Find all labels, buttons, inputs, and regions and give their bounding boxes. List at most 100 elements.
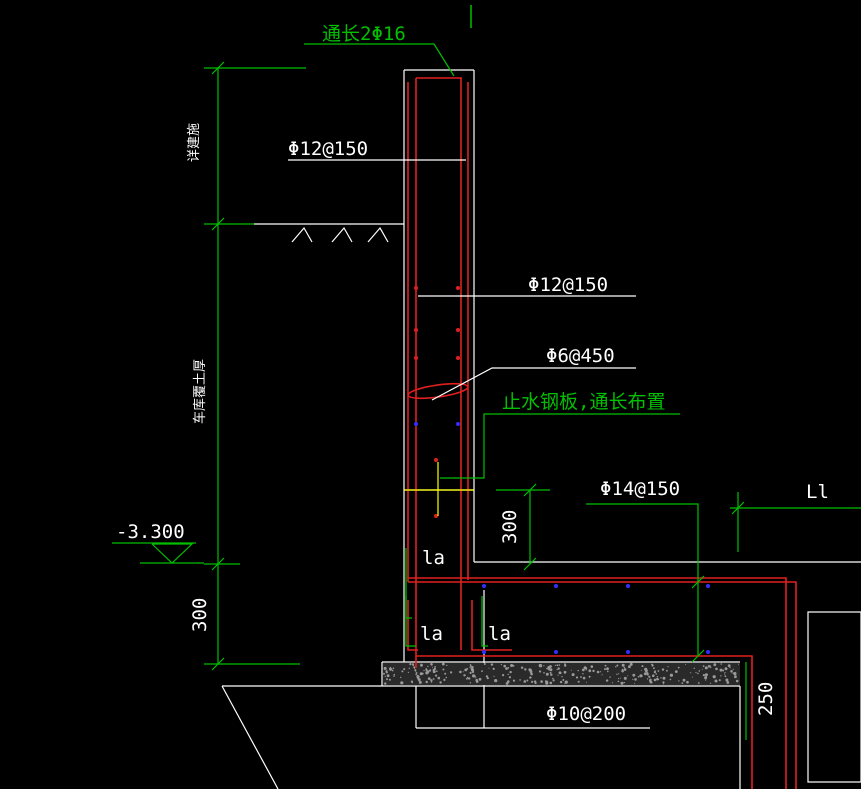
gravel-speck <box>386 674 390 678</box>
gravel-speck <box>546 681 549 684</box>
label-vertical-dim-upper: 详建施 <box>187 123 202 162</box>
gravel-speck <box>702 665 705 667</box>
anchor-dim-3 <box>481 596 488 647</box>
rebar-anchor-1 <box>407 600 418 651</box>
gravel-speck <box>420 663 423 667</box>
gravel-speck <box>725 678 729 682</box>
gravel-speck <box>433 667 436 671</box>
gravel-speck <box>423 670 425 672</box>
gravel-speck <box>693 667 695 669</box>
gravel-speck <box>724 675 727 678</box>
gravel-speck <box>681 682 684 684</box>
gravel-speck <box>702 674 706 677</box>
leader-lines <box>288 159 636 401</box>
gravel-speck <box>738 663 739 665</box>
gravel-speck <box>682 678 686 682</box>
gravel-speck <box>425 669 428 672</box>
label-waterstop: 止水钢板,通长布置 <box>502 391 665 413</box>
waterstop-leader <box>440 413 680 479</box>
gravel-speck <box>701 668 703 670</box>
gravel-speck <box>432 666 433 668</box>
gravel-speck <box>401 670 404 673</box>
gravel-speck <box>651 663 653 666</box>
gravel-speck <box>731 672 733 674</box>
gravel-speck <box>386 678 388 681</box>
gravel-speck <box>588 675 591 678</box>
gravel-speck <box>640 669 642 671</box>
gravel-speck <box>615 666 617 668</box>
gravel-speck <box>709 682 712 684</box>
gravel-speck <box>550 673 553 676</box>
gravel-speck <box>466 676 469 679</box>
gravel-speck <box>726 681 729 683</box>
gravel-speck <box>556 664 559 667</box>
gravel-speck <box>546 667 548 670</box>
gravel-speck <box>583 666 587 670</box>
gravel-speck <box>530 672 533 676</box>
gravel-speck <box>419 672 423 676</box>
anchor-dim-1 <box>405 548 412 619</box>
label-anchor-3: la <box>488 623 511 645</box>
rebar-dot <box>456 328 460 332</box>
gravel-speck <box>543 665 545 667</box>
gravel-speck <box>403 668 406 671</box>
rebar-slab-top <box>408 581 797 789</box>
gravel-speck <box>503 664 507 668</box>
gravel-speck <box>432 678 435 680</box>
gravel-speck <box>596 670 600 674</box>
gravel-speck <box>391 669 394 672</box>
gravel-speck <box>559 671 562 675</box>
gravel-speck <box>713 663 717 667</box>
rebar-anchor-2 <box>471 600 512 651</box>
gravel-speck <box>666 669 668 672</box>
gravel-speck <box>733 672 737 676</box>
rebar-dot <box>482 584 486 588</box>
gravel-speck <box>632 678 634 680</box>
gravel-speck <box>462 671 464 673</box>
gravel-speck <box>485 675 488 678</box>
tie-bar-leader <box>431 367 636 401</box>
gravel-speck <box>691 676 693 678</box>
gravel-speck <box>617 680 620 683</box>
gravel-speck <box>585 681 587 683</box>
gravel-speck <box>627 675 629 677</box>
label-anchor-1: la <box>422 547 445 569</box>
gravel-speck <box>607 670 609 673</box>
gravel-speck <box>384 675 386 678</box>
gravel-speck <box>705 673 708 677</box>
gravel-speck <box>475 680 479 683</box>
gravel-speck <box>660 677 662 679</box>
gravel-speck <box>435 674 438 677</box>
gravel-speck <box>418 680 422 684</box>
gravel-speck <box>655 673 657 675</box>
gravel-speck <box>493 675 495 677</box>
gravel-speck <box>662 681 665 684</box>
gravel-speck <box>472 674 476 678</box>
gravel-speck <box>465 678 468 680</box>
gravel-speck <box>732 668 734 670</box>
rebar-slab-bottom <box>416 655 753 789</box>
label-anchor-2: la <box>420 623 443 645</box>
gravel-speck <box>704 666 708 670</box>
gravel-speck <box>651 665 654 667</box>
gravel-speck <box>441 662 445 666</box>
gravel-speck <box>415 672 418 674</box>
gravel-speck <box>582 676 586 680</box>
gravel-speck <box>481 670 483 672</box>
gravel-speck <box>734 676 737 678</box>
gravel-speck <box>634 683 635 685</box>
gravel-speck <box>623 681 625 684</box>
gravel-speck <box>604 664 607 667</box>
gravel-speck <box>552 679 555 682</box>
gravel-speck <box>507 673 509 676</box>
label-tie-bar: Φ6@450 <box>546 345 615 367</box>
gravel-speck <box>652 674 655 677</box>
gravel-speck <box>620 681 624 685</box>
gravel-speck <box>383 672 385 675</box>
gravel-speck <box>502 674 505 677</box>
gravel-speck <box>529 676 532 679</box>
gravel-speck <box>490 663 494 666</box>
gravel-speck <box>534 681 537 685</box>
gravel-speck <box>609 676 611 678</box>
gravel-speck <box>494 679 498 683</box>
